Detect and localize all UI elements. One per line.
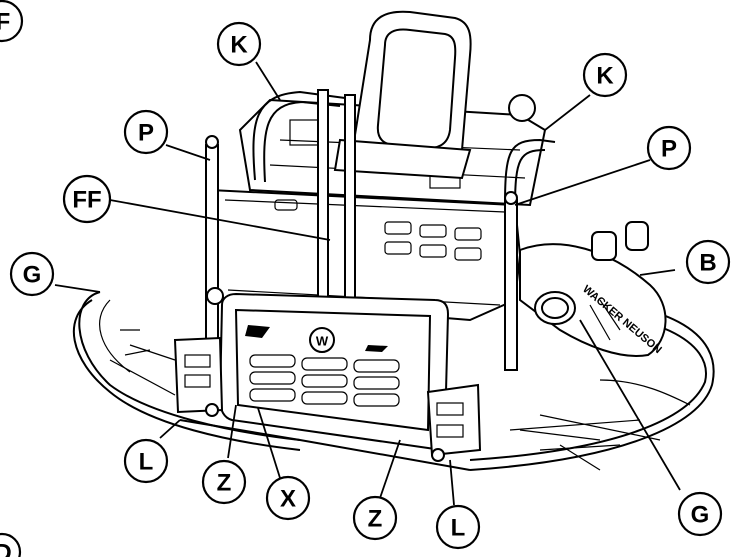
leader-lines xyxy=(54,61,681,506)
callout-P-left: P xyxy=(123,109,169,155)
callout-label: F xyxy=(0,9,10,36)
callout-Z-right: Z xyxy=(352,495,398,541)
callout-label: X xyxy=(280,486,296,513)
callout-label: L xyxy=(139,449,154,476)
side-cowl: WACKER NEUSON xyxy=(519,221,667,357)
operator-seat xyxy=(333,10,472,180)
callout-label: K xyxy=(230,32,248,59)
callout-label: B xyxy=(699,250,716,277)
rotor-blades xyxy=(109,344,661,471)
callout-label: Z xyxy=(368,506,383,533)
callout-K-right: K xyxy=(582,52,628,98)
front-logo-badge xyxy=(309,327,335,353)
front-guard: W xyxy=(218,292,450,450)
callout-D: D xyxy=(0,532,22,557)
callout-G-left: G xyxy=(9,251,55,297)
callout-F: F xyxy=(0,0,24,43)
callout-K-left: K xyxy=(216,21,262,67)
left-guard-ring xyxy=(72,291,301,451)
callout-X: X xyxy=(265,475,311,521)
callout-label: K xyxy=(596,63,614,90)
callout-B: B xyxy=(685,239,731,285)
callout-L-right: L xyxy=(435,504,481,550)
callout-FF: FF xyxy=(62,174,112,224)
callout-label: G xyxy=(23,262,42,289)
callout-label: P xyxy=(138,120,154,147)
front-logo: W xyxy=(316,334,329,349)
callout-L-left: L xyxy=(123,438,169,484)
callout-label: G xyxy=(691,502,710,529)
right-gearbox xyxy=(426,383,482,462)
callout-P-right: P xyxy=(646,125,692,171)
steering-posts xyxy=(205,89,518,376)
grille-slots xyxy=(249,354,400,407)
machine-drawing: WACKER NEUSON W xyxy=(72,10,715,471)
callout-label: D xyxy=(0,540,12,557)
callout-label: P xyxy=(661,136,677,163)
left-gearbox xyxy=(173,287,224,417)
callout-Z-left: Z xyxy=(201,459,247,505)
callout-label: Z xyxy=(217,470,232,497)
callout-G-right: G xyxy=(677,491,723,537)
callout-label: L xyxy=(451,515,466,542)
callout-label: FF xyxy=(72,187,101,214)
